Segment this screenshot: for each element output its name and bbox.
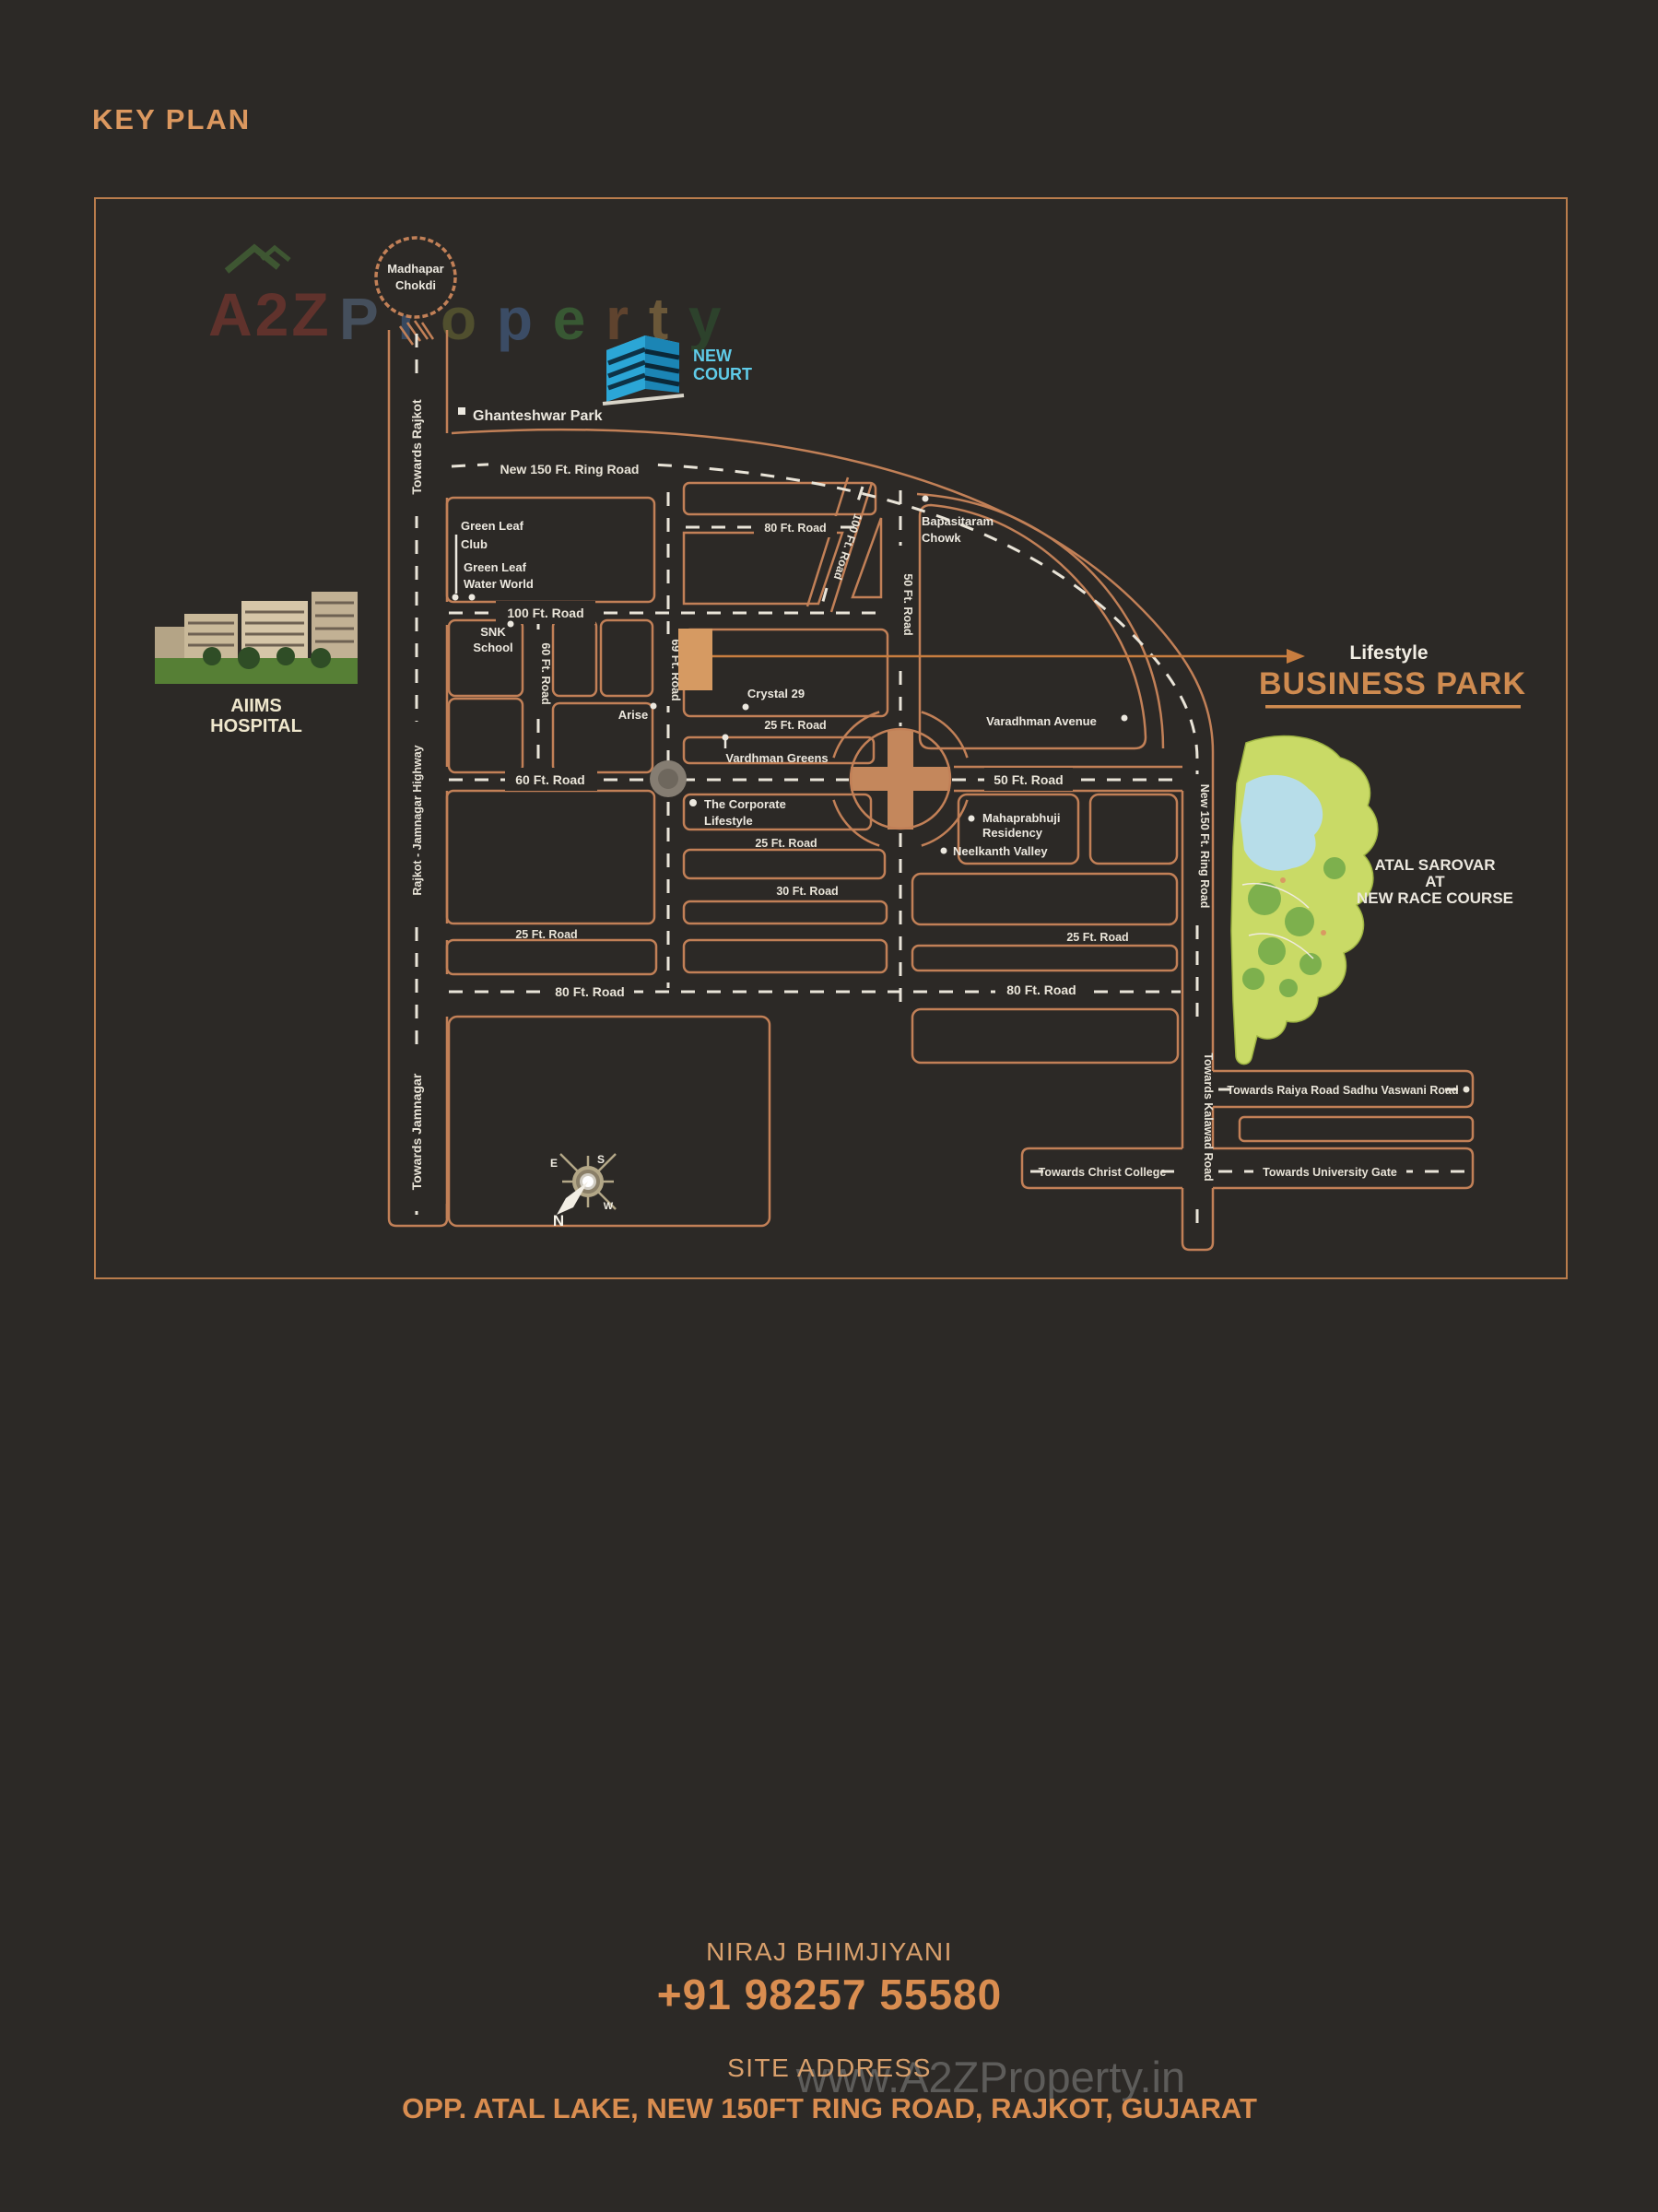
atal-sarovar-park-graphic xyxy=(1230,735,1379,1065)
neelkanth-valley-label: Neelkanth Valley xyxy=(953,844,1048,858)
wm-letter: r xyxy=(606,286,630,352)
contact-phone: +91 98257 55580 xyxy=(657,1971,1002,2018)
road-50ft-vertical-label: 50 Ft. Road xyxy=(901,573,914,635)
bapasitaram-chowk-label-line1: Bapasitaram xyxy=(922,514,994,528)
wm-letter: y xyxy=(688,286,723,352)
arise-label: Arise xyxy=(618,708,649,722)
varadhman-avenue-label: Varadhman Avenue xyxy=(986,714,1097,728)
aiims-label-line2: HOSPITAL xyxy=(210,716,302,736)
compass-n-label: N xyxy=(553,1212,564,1230)
label-backgrounds xyxy=(406,376,1406,1208)
road-end-dot xyxy=(1463,1086,1470,1093)
madhapar-chokdi-label-line1: Madhapar xyxy=(387,262,443,276)
road-25ft-a-label: 25 Ft. Road xyxy=(764,719,826,732)
road-60ft-vertical-label: 60 Ft. Road xyxy=(539,642,552,704)
site-arrow xyxy=(712,649,1305,664)
railway-crossing-icon xyxy=(398,320,435,346)
wm-letter: P xyxy=(339,286,380,352)
ghanteshwar-bullet xyxy=(458,407,465,415)
green-leaf-club-label-line1: Green Leaf xyxy=(461,519,524,533)
compass-s-label: S xyxy=(597,1153,605,1166)
road-60ft-horizontal-label: 60 Ft. Road xyxy=(515,772,584,787)
ring-road-right-label: New 150 Ft. Ring Road xyxy=(1198,784,1211,909)
aiims-label-line1: AIIMS xyxy=(230,696,282,716)
roundabout-icon xyxy=(650,760,687,797)
watermark-a2z-text: A2Z xyxy=(208,280,332,348)
page-title: KEY PLAN xyxy=(92,103,251,135)
bapasitaram-chowk-label-line2: Chowk xyxy=(922,531,961,545)
road-25ft-d-label: 25 Ft. Road xyxy=(1066,931,1128,944)
site-address-label: SITE ADDRESS xyxy=(727,2053,932,2082)
wm-letter: e xyxy=(553,286,588,352)
towards-rajkot-label: Towards Rajkot xyxy=(409,399,424,495)
a2z-logo-roof-icon xyxy=(224,243,291,274)
sadhu-vaswani-road-label: Towards Raiya Road Sadhu Vaswani Road xyxy=(1227,1084,1458,1097)
road-80ft-upper-label: 80 Ft. Road xyxy=(764,522,826,535)
new-court-label-line1: NEW xyxy=(693,347,732,365)
snk-school-label-line2: School xyxy=(473,641,512,654)
green-leaf-water-world-label-line2: Water World xyxy=(464,577,534,591)
green-leaf-club-label-line2: Club xyxy=(461,537,488,551)
corporate-lifestyle-label-line1: The Corporate xyxy=(704,797,786,811)
vardhman-greens-label: Vardhman Greens xyxy=(725,751,828,765)
compass-icon: E S N W xyxy=(550,1153,617,1230)
wm-letter: t xyxy=(649,286,670,352)
junction-circle xyxy=(832,711,969,847)
project-tagline: Lifestyle xyxy=(1349,642,1428,664)
towards-christ-college-label: Towards Christ College xyxy=(1039,1166,1167,1179)
road-80ft-bottom-left-label: 80 Ft. Road xyxy=(555,984,624,999)
green-leaf-water-world-label-line1: Green Leaf xyxy=(464,560,527,574)
towards-kalawad-label: Towards Kalawad Road xyxy=(1202,1053,1215,1181)
aiims-hospital-image xyxy=(155,592,358,684)
snk-school-label-line1: SNK xyxy=(480,625,506,639)
project-name: BUSINESS PARK xyxy=(1259,666,1526,701)
road-80ft-bottom-right-label: 80 Ft. Road xyxy=(1006,982,1076,997)
rajkot-jamnagar-highway-label: Rajkot - Jamnagar Highway xyxy=(411,745,424,895)
road-50ft-horizontal-label: 50 Ft. Road xyxy=(994,772,1063,787)
place-markers xyxy=(452,495,1128,854)
crystal-29-label: Crystal 29 xyxy=(747,687,805,700)
madhapar-chokdi-circle xyxy=(374,236,457,319)
project-name-underline xyxy=(1265,705,1521,709)
road-30ft-label: 30 Ft. Road xyxy=(776,885,838,898)
atal-sarovar-label-line3: NEW RACE COURSE xyxy=(1357,889,1513,907)
site-watermark-text: www.A2ZProperty.in xyxy=(795,2053,1185,2101)
site-marker xyxy=(678,629,712,690)
ring-road-top-label: New 150 Ft. Ring Road xyxy=(500,462,640,477)
towards-university-gate-label: Towards University Gate xyxy=(1263,1166,1397,1179)
map-panel-border xyxy=(94,197,1568,1279)
mahaprabhuji-label-line2: Residency xyxy=(982,826,1043,840)
compass-w-label: W xyxy=(604,1201,614,1212)
compass-e-label: E xyxy=(550,1157,558,1170)
new-court-label-line2: COURT xyxy=(693,365,752,383)
towards-jamnagar-label: Towards Jamnagar xyxy=(409,1073,424,1190)
site-address-text: OPP. ATAL LAKE, NEW 150FT RING ROAD, RAJ… xyxy=(402,2092,1257,2124)
new-court-building-icon xyxy=(602,335,685,406)
corporate-lifestyle-label-line2: Lifestyle xyxy=(704,814,753,828)
road-25ft-c-label: 25 Ft. Road xyxy=(515,928,577,941)
road-25ft-b-label: 25 Ft. Road xyxy=(755,837,817,850)
atal-sarovar-label-line2: AT xyxy=(1425,873,1445,890)
contact-name: NIRAJ BHIMJIYANI xyxy=(706,1937,953,1966)
ghanteshwar-park-label: Ghanteshwar Park xyxy=(473,408,603,424)
mahaprabhuji-label-line1: Mahaprabhuji xyxy=(982,811,1061,825)
madhapar-chokdi-label-line2: Chokdi xyxy=(395,278,436,292)
atal-sarovar-label-line1: ATAL SAROVAR xyxy=(1375,856,1496,874)
road-100ft-label: 100 Ft. Road xyxy=(507,606,583,620)
wm-letter: p xyxy=(497,286,535,352)
